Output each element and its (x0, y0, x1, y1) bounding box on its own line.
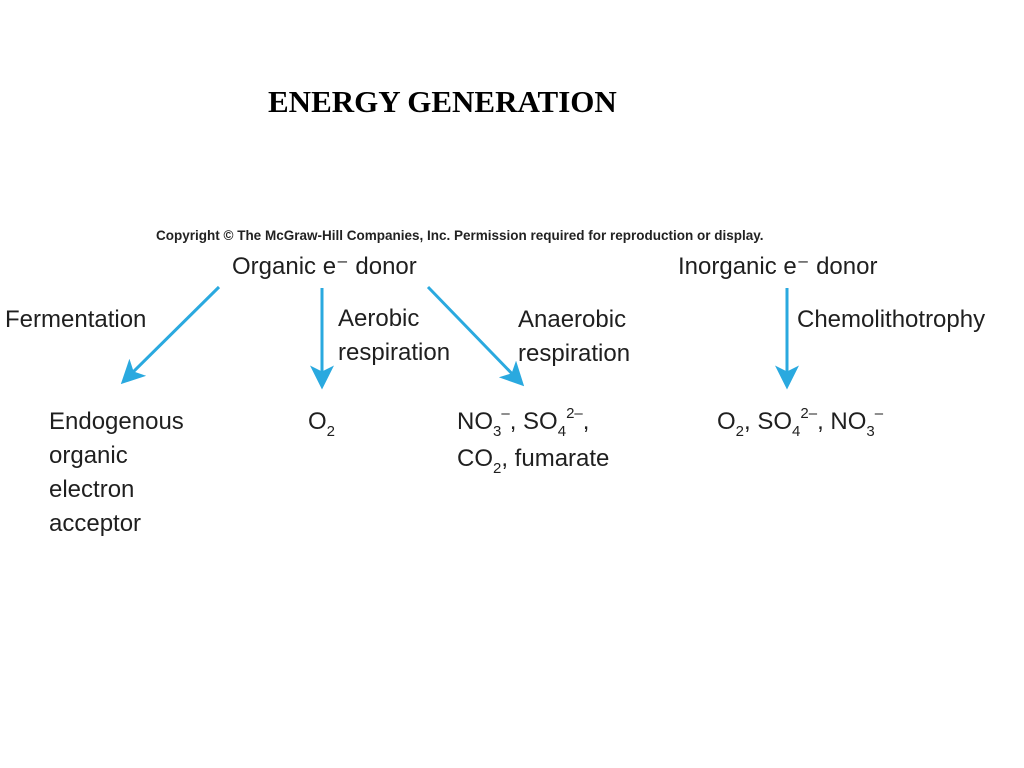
chemolithotrophy-label: Chemolithotrophy (797, 306, 986, 333)
nitrate-superscript: – (874, 405, 884, 422)
inorganic-donor-label: Inorganic e⁻ donor (678, 253, 878, 280)
sulfate-base: SO (757, 408, 793, 435)
anaerobic-respiration-arrow (426, 285, 525, 387)
separator: , (582, 408, 590, 435)
endogenous-line-1: Endogenous (49, 408, 184, 435)
sulfate-base: SO (523, 408, 558, 435)
nitrate-base: NO (830, 408, 867, 435)
chemolithotrophy-acceptors-label: O2, SO42–, NO3– (717, 405, 883, 442)
slide-title: ENERGY GENERATION (268, 84, 617, 119)
co2-base: CO (457, 445, 493, 472)
sulfate-subscript: 4 (792, 423, 801, 440)
separator: , (509, 408, 524, 435)
co2-subscript: 2 (493, 460, 502, 477)
anaerobic-acceptors-line-2: CO2, fumarate (457, 442, 609, 479)
oxygen-base: O (308, 408, 327, 435)
oxygen-acceptor-label: O2 (308, 405, 335, 442)
anaerobic-acceptors-label: NO3–, SO42–, CO2, fumarate (457, 405, 609, 479)
oxygen-subscript: 2 (735, 423, 745, 440)
nitrate-base: NO (457, 408, 493, 435)
anaerobic-line-2: respiration (518, 340, 631, 367)
endogenous-line-2: organic (49, 442, 128, 469)
sulfate-superscript: 2– (800, 405, 818, 422)
endogenous-acceptor-label: Endogenous organic electron acceptor (49, 405, 184, 541)
aerobic-respiration-label: Aerobic respiration (338, 302, 450, 370)
separator: , (744, 408, 758, 435)
oxygen-base: O (717, 408, 736, 435)
fermentation-label: Fermentation (5, 306, 147, 333)
anaerobic-line-1: Anaerobic (518, 306, 627, 333)
aerobic-line-1: Aerobic (338, 305, 420, 332)
nitrate-superscript: – (501, 405, 510, 422)
separator: , (817, 408, 831, 435)
anaerobic-respiration-label: Anaerobic respiration (518, 303, 630, 371)
sulfate-superscript: 2– (566, 405, 583, 422)
fumarate-text: , fumarate (501, 445, 610, 472)
aerobic-line-2: respiration (338, 339, 451, 366)
nitrate-subscript: 3 (493, 423, 502, 440)
oxygen-subscript: 2 (326, 423, 336, 440)
fermentation-arrow (120, 285, 221, 385)
organic-donor-label: Organic e⁻ donor (232, 253, 417, 280)
endogenous-line-4: acceptor (49, 510, 142, 537)
anaerobic-acceptors-line-1: NO3–, SO42–, (457, 405, 609, 442)
sulfate-subscript: 4 (557, 423, 567, 440)
endogenous-line-3: electron (49, 476, 135, 503)
copyright-notice: Copyright © The McGraw-Hill Companies, I… (156, 228, 764, 243)
nitrate-subscript: 3 (866, 423, 875, 440)
